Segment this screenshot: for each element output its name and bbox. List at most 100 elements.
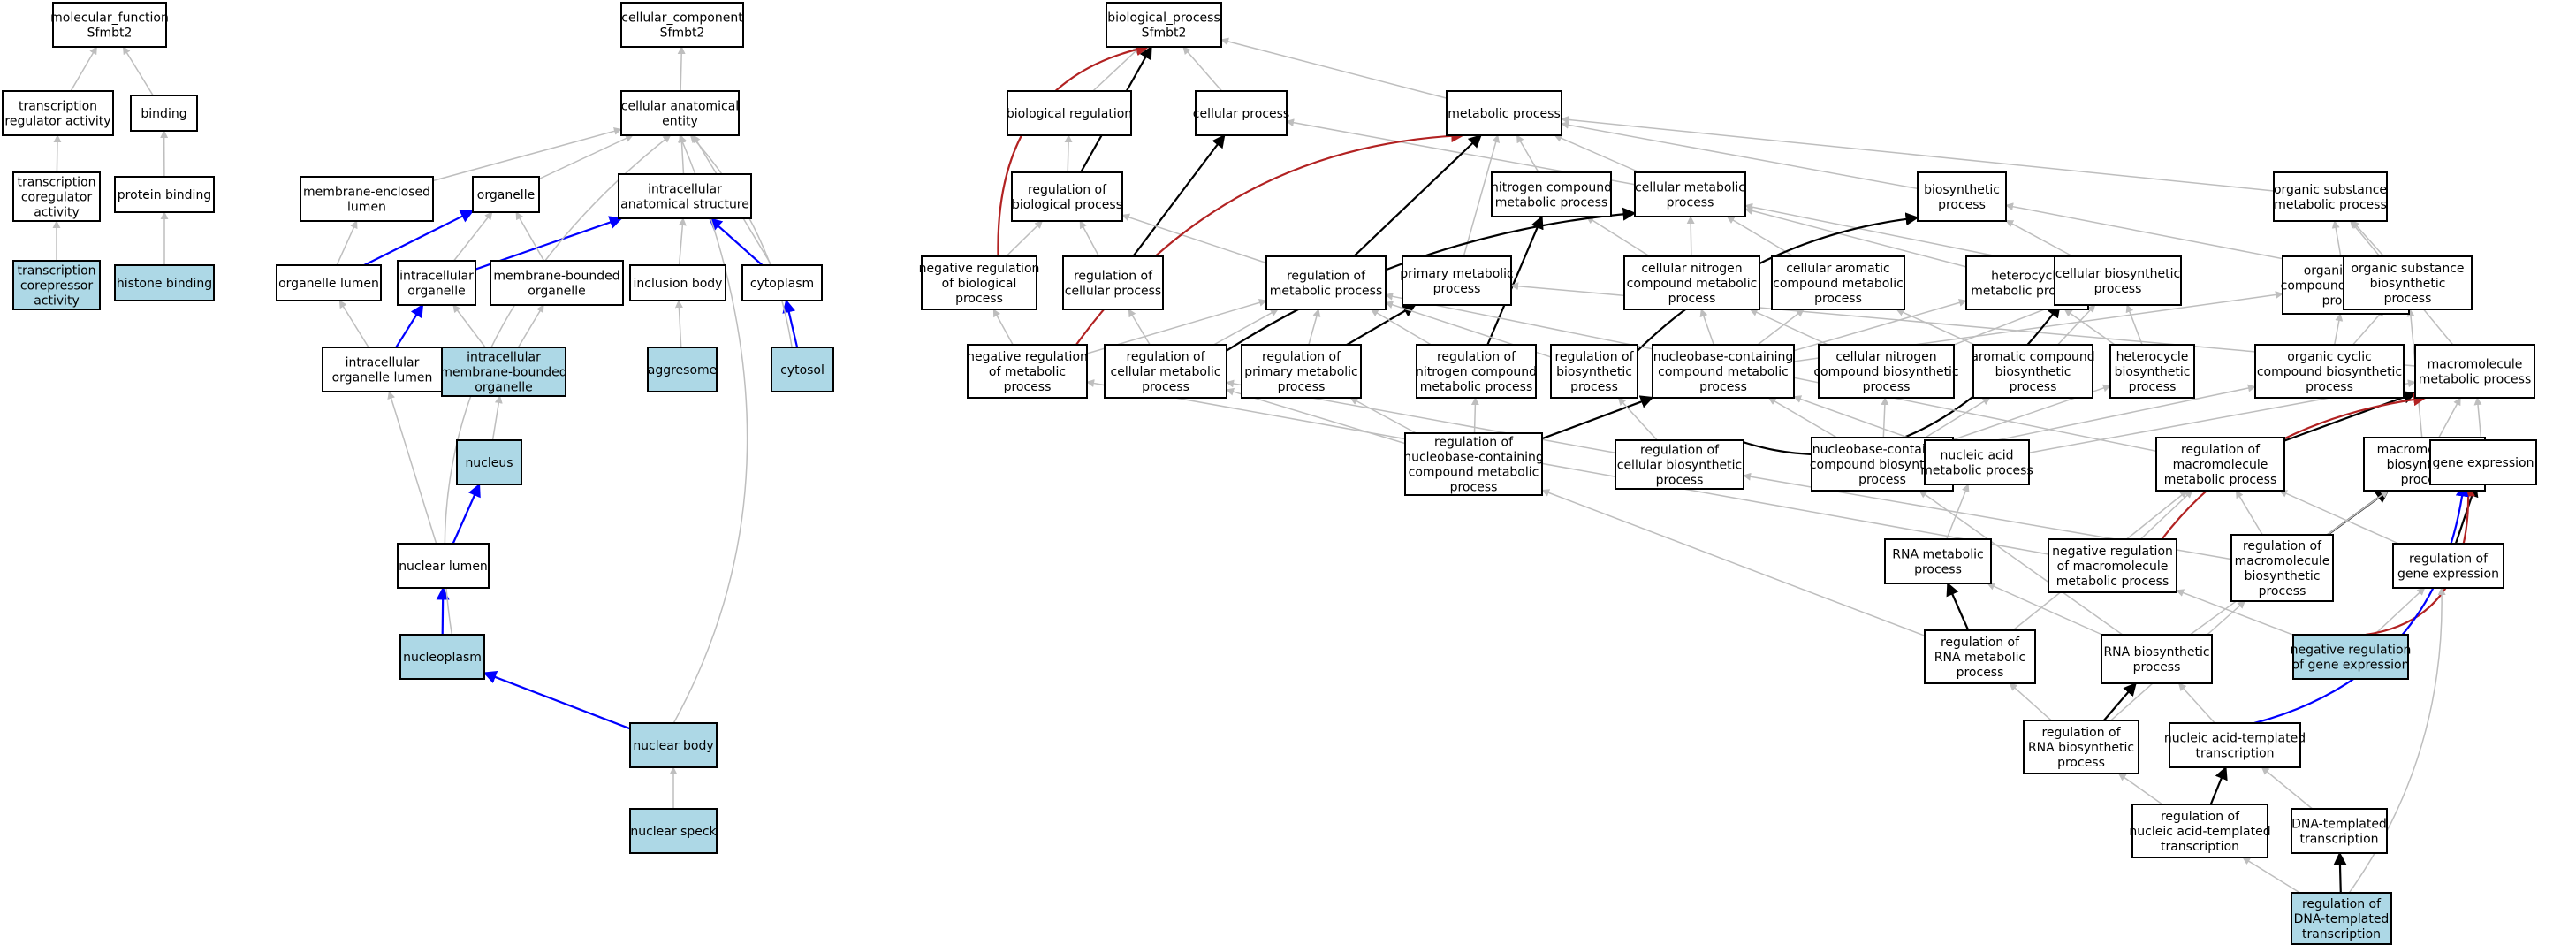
node-label-line: nucleobase-containing <box>1653 350 1794 364</box>
go-term-node-ib[interactable]: inclusion body <box>629 264 726 301</box>
node-box <box>1402 255 1512 306</box>
edge-imbo-to-mbo <box>517 304 544 348</box>
go-term-node-cytosol[interactable]: cytosol <box>771 347 834 392</box>
go-term-node-hb[interactable]: histone binding <box>114 264 215 301</box>
node-label-line: process <box>2384 292 2432 306</box>
go-term-node-ge[interactable]: gene expression <box>2429 439 2537 485</box>
node-label-line: process <box>2133 660 2181 674</box>
go-term-node-breg[interactable]: biological regulation <box>1007 90 1132 136</box>
go-term-node-nb[interactable]: nuclear body <box>629 722 718 768</box>
node-label-line: regulation of <box>2409 552 2489 566</box>
node-label-line: RNA biosynthetic <box>2028 741 2134 755</box>
go-term-node-nucleus[interactable]: nucleus <box>456 439 522 485</box>
go-term-node-np[interactable]: nucleoplasm <box>399 634 485 680</box>
go-term-node-cyto[interactable]: cytoplasm <box>741 264 823 301</box>
edge-nbcbp-to-acbp <box>1925 397 1991 438</box>
node-label-line: of macromolecule <box>2057 560 2169 574</box>
go-term-node-cp[interactable]: cellular process <box>1193 90 1289 136</box>
go-term-node-mp[interactable]: metabolic process <box>1446 90 1562 136</box>
node-box <box>2414 344 2535 399</box>
edge-ib-to-ias <box>678 217 687 266</box>
node-box <box>2291 892 2392 945</box>
edge-occbp-to-occmp <box>2333 313 2344 346</box>
node-label-line: metabolic process <box>1420 380 1533 394</box>
go-term-node-ns[interactable]: nuclear speck <box>629 808 718 854</box>
node-label-line: biosynthetic <box>2245 569 2321 583</box>
go-term-node-nl[interactable]: nuclear lumen <box>397 543 490 589</box>
node-label-line: DNA-templated <box>2291 817 2387 831</box>
node-box <box>1491 171 1612 217</box>
go-term-node-org[interactable]: organelle <box>472 176 540 213</box>
node-label-line: transcription <box>17 263 95 278</box>
node-label-line: negative regulation <box>919 262 1040 276</box>
go-term-node-rmbp[interactable]: regulation ofmacromoleculebiosyntheticpr… <box>2230 534 2334 602</box>
node-label-line: organelle lumen <box>332 370 433 385</box>
go-term-node-binding[interactable]: binding <box>130 95 198 132</box>
edge-nbcmp-to-cacmp <box>1757 309 1805 346</box>
go-term-node-rnbcmp[interactable]: regulation ofnucleobase-containingcompou… <box>1403 432 1544 496</box>
go-term-node-pb[interactable]: protein binding <box>114 176 215 213</box>
edge-rpmp-to-pmp <box>1346 304 1417 346</box>
node-label-line: transcription <box>17 175 95 189</box>
edge-acbp-to-cbp <box>2057 304 2096 346</box>
node-label-line: process <box>2306 380 2353 394</box>
go-term-node-ol[interactable]: organelle lumen <box>276 264 382 301</box>
node-label-line: metabolic process <box>2056 575 2169 589</box>
node-box <box>2392 543 2504 589</box>
node-label-line: metabolic process <box>2274 198 2387 212</box>
node-box <box>2054 255 2182 306</box>
go-term-node-aggr[interactable]: aggresome <box>647 347 718 392</box>
